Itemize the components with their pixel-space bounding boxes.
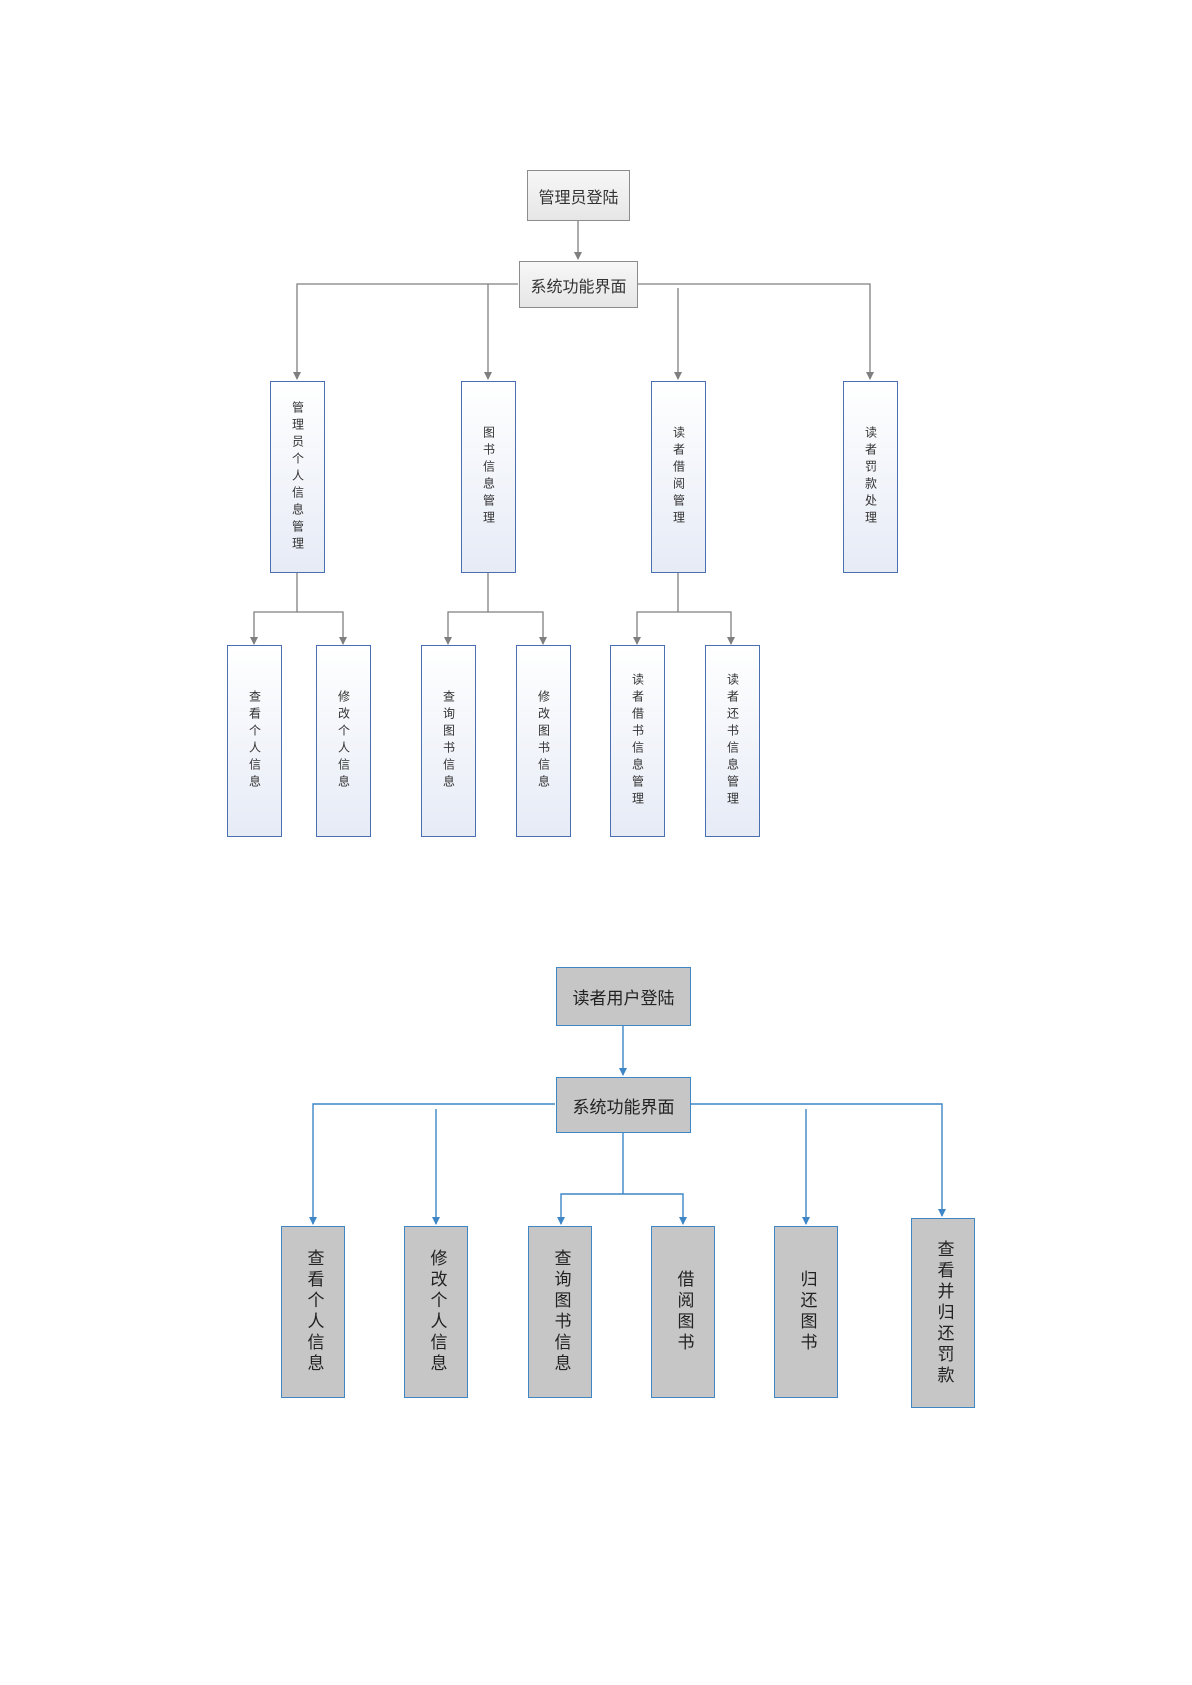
reader-func-return-books: 归还图书: [774, 1226, 838, 1398]
admin-module-fines: 读者罚款处理: [843, 381, 898, 573]
admin-leaf-return-records: 读者还书信息管理: [705, 645, 760, 837]
module-label: 读者罚款处理: [865, 426, 877, 528]
admin-module-personal: 管理员个人信息管理: [270, 381, 325, 573]
leaf-label: 查询图书信息: [443, 690, 455, 792]
admin-login-box: 管理员登陆: [527, 170, 630, 221]
reader-hub-label: 系统功能界面: [573, 1093, 675, 1118]
admin-hub-box: 系统功能界面: [519, 261, 638, 308]
function-label: 借阅图书: [675, 1270, 692, 1354]
module-label: 读者借阅管理: [673, 426, 685, 528]
function-label: 修改个人信息: [428, 1249, 445, 1375]
admin-leaf-view-info: 查看个人信息: [227, 645, 282, 837]
leaf-label: 读者借书信息管理: [632, 673, 644, 809]
admin-leaf-edit-info: 修改个人信息: [316, 645, 371, 837]
reader-func-borrow-books: 借阅图书: [651, 1226, 715, 1398]
leaf-label: 修改个人信息: [338, 690, 350, 792]
admin-module-books: 图书信息管理: [461, 381, 516, 573]
module-label: 图书信息管理: [483, 426, 495, 528]
admin-leaf-borrow-records: 读者借书信息管理: [610, 645, 665, 837]
reader-func-edit-info: 修改个人信息: [404, 1226, 468, 1398]
leaf-label: 读者还书信息管理: [727, 673, 739, 809]
function-label: 归还图书: [798, 1270, 815, 1354]
reader-func-view-info: 查看个人信息: [281, 1226, 345, 1398]
function-label: 查看并归还罚款: [935, 1240, 952, 1387]
reader-hub-box: 系统功能界面: [556, 1077, 691, 1133]
reader-func-query-books: 查询图书信息: [528, 1226, 592, 1398]
leaf-label: 修改图书信息: [538, 690, 550, 792]
function-label: 查看个人信息: [305, 1249, 322, 1375]
reader-login-label: 读者用户登陆: [573, 984, 675, 1009]
function-label: 查询图书信息: [552, 1249, 569, 1375]
admin-module-borrow: 读者借阅管理: [651, 381, 706, 573]
leaf-label: 查看个人信息: [249, 690, 261, 792]
admin-leaf-edit-books: 修改图书信息: [516, 645, 571, 837]
module-label: 管理员个人信息管理: [292, 401, 304, 554]
admin-hub-label: 系统功能界面: [530, 273, 626, 297]
admin-leaf-query-books: 查询图书信息: [421, 645, 476, 837]
reader-login-box: 读者用户登陆: [556, 967, 691, 1026]
reader-func-fines: 查看并归还罚款: [911, 1218, 975, 1408]
admin-login-label: 管理员登陆: [538, 184, 618, 208]
